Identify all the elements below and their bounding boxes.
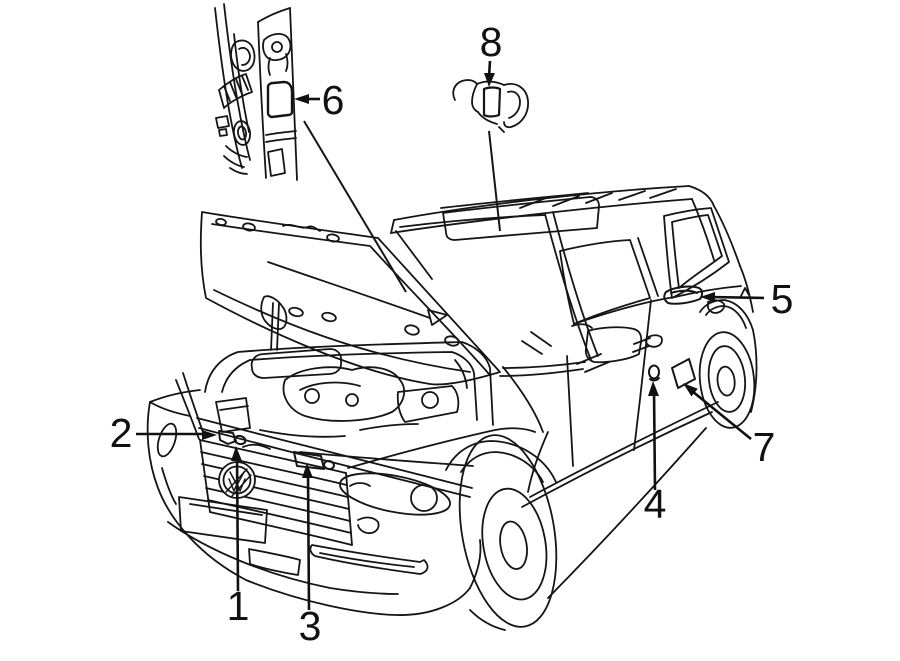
door-latch <box>262 33 292 61</box>
intake-duct <box>250 348 343 379</box>
wiper <box>530 331 552 347</box>
radiator-support <box>196 417 473 489</box>
sunroof <box>442 196 600 241</box>
radiator-support-label <box>293 451 325 470</box>
grille <box>199 439 353 546</box>
callout-5[interactable]: 5 <box>700 276 793 322</box>
rear-wheel <box>698 331 756 429</box>
leader-lines <box>303 120 501 293</box>
side-glass <box>559 198 754 325</box>
turn-signal <box>156 422 178 458</box>
door-handle-cup <box>230 39 256 72</box>
callout-6[interactable]: 6 <box>294 77 344 123</box>
callout-5-line <box>709 295 765 300</box>
rear-door-lock-knob <box>648 364 660 380</box>
callout-2-number[interactable]: 2 <box>110 410 133 456</box>
callout-3-number[interactable]: 3 <box>299 603 322 649</box>
callout-2[interactable]: 2 <box>110 410 217 456</box>
visor-label <box>482 86 502 118</box>
callout-5-number[interactable]: 5 <box>771 276 794 322</box>
callout-6-number[interactable]: 6 <box>322 77 345 123</box>
roof <box>390 185 715 241</box>
hood-prop <box>260 295 288 330</box>
label-targets <box>218 285 704 471</box>
callout-8[interactable]: 8 <box>480 19 503 87</box>
callout-4[interactable]: 4 <box>644 381 667 527</box>
rear-door-beltline-label <box>663 285 704 305</box>
callout-6-arrowhead <box>294 94 309 104</box>
callout-7[interactable]: 7 <box>683 383 775 470</box>
wiper <box>521 340 543 355</box>
doors <box>521 299 758 599</box>
callout-1-line <box>235 453 240 592</box>
callout-1-arrowhead <box>231 446 242 461</box>
sun-visor-detail <box>452 79 529 133</box>
front-door-handle <box>645 334 663 348</box>
wiring-boot <box>218 73 253 109</box>
callout-3-line <box>306 471 311 611</box>
engine-bay <box>175 341 494 440</box>
callout-7-line <box>691 389 752 441</box>
callout-4-arrowhead <box>648 381 659 396</box>
front-wheel <box>458 434 558 628</box>
door-jamb-detail <box>214 3 298 181</box>
rear-door-lower-label <box>671 358 696 389</box>
callout-3[interactable]: 3 <box>299 463 322 649</box>
front-wheel-shadow <box>469 609 506 631</box>
fog-strip <box>309 544 429 575</box>
grille-top-tag <box>218 430 237 445</box>
grille-top-fastener <box>233 434 247 446</box>
windshield-cowl <box>395 211 599 377</box>
jamb-label <box>266 80 294 119</box>
hood-open <box>199 211 501 386</box>
callout-1-number[interactable]: 1 <box>227 583 250 629</box>
callout-5-arrowhead <box>700 292 715 302</box>
callout-8-number[interactable]: 8 <box>480 19 503 65</box>
callout-1[interactable]: 1 <box>227 446 250 629</box>
engine-cover <box>282 366 406 422</box>
leader-6 <box>303 120 407 293</box>
callout-7-arrowhead <box>683 383 698 397</box>
callout-2-arrowhead <box>202 430 217 440</box>
callout-7-number[interactable]: 7 <box>753 424 776 470</box>
b-pillar <box>257 21 267 179</box>
front-fascia <box>146 366 557 616</box>
callout-3-arrowhead <box>302 463 313 478</box>
headlight <box>339 472 451 516</box>
callout-4-line <box>652 389 657 491</box>
callout-4-number[interactable]: 4 <box>644 481 667 527</box>
leader-8 <box>488 130 501 232</box>
callout-8-arrowhead <box>484 73 495 87</box>
